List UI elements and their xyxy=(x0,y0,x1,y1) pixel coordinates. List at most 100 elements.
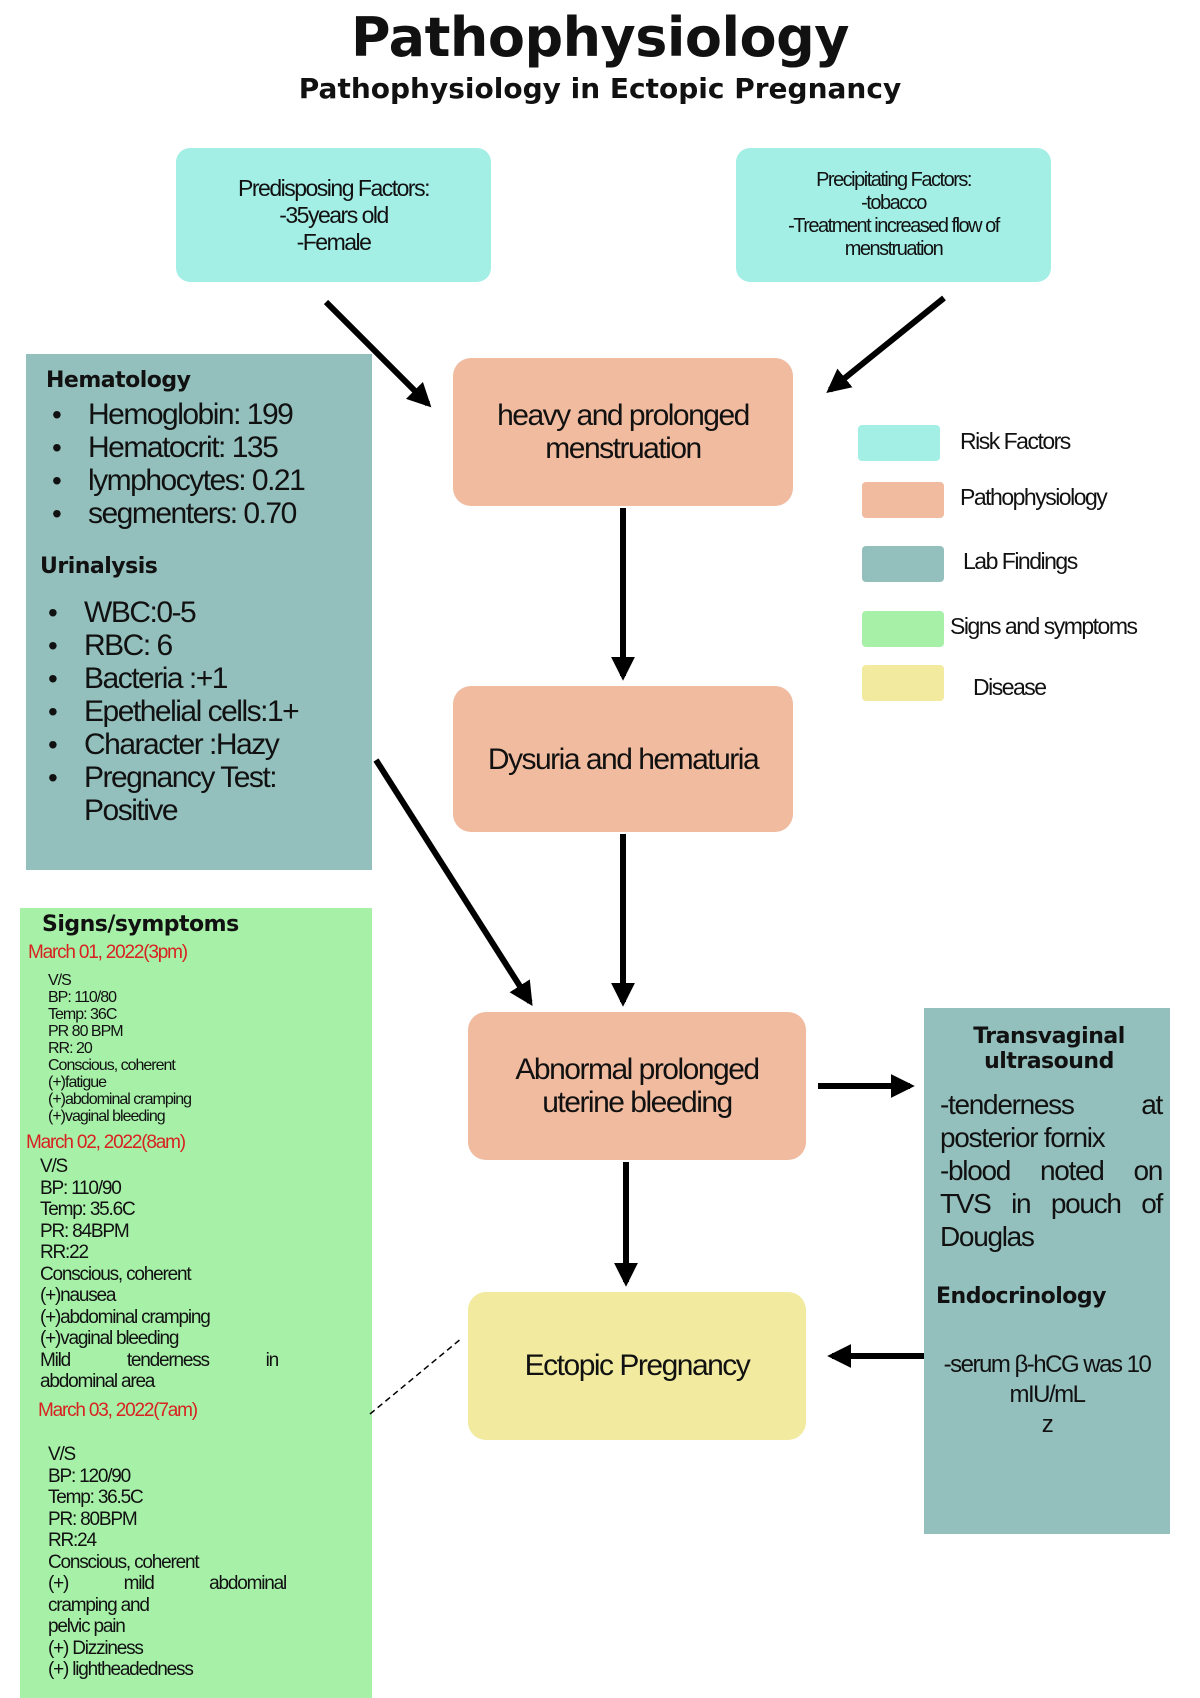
legend-swatch-lab xyxy=(862,546,944,582)
legend-swatch-patho xyxy=(862,482,944,518)
ectopic-pregnancy-box: Ectopic Pregnancy xyxy=(468,1292,806,1440)
dashed-connector-signs-to-disease xyxy=(369,1337,463,1415)
arrow-predisposing-to-heavy xyxy=(323,299,432,408)
predisposing-line: -Female xyxy=(296,228,372,255)
day2-vitals: V/S BP: 110/90 Temp: 35.6C PR: 84BPM RR:… xyxy=(40,1156,279,1393)
heavy-line: menstruation xyxy=(545,432,702,465)
disease-label: Ectopic Pregnancy xyxy=(524,1349,751,1382)
abnormal-bleeding-box: Abnormal prolonged uterine bleeding xyxy=(468,1012,806,1160)
urinalysis-title: Urinalysis xyxy=(40,554,158,579)
hematology-title: Hematology xyxy=(46,368,191,393)
heavy-menstruation-box: heavy and prolonged menstruation xyxy=(453,358,793,506)
endo-line: mIU/mL xyxy=(1009,1381,1087,1408)
legend-label-disease: Disease xyxy=(973,674,1047,700)
vital-line: (+)abdominal cramping xyxy=(48,1091,192,1108)
day1-vitals: V/S BP: 110/80 Temp: 36C PR 80 BPM RR: 2… xyxy=(48,972,192,1125)
list-item: RBC: 6 xyxy=(22,629,352,662)
list-item: Epethelial cells:1+ xyxy=(22,695,352,728)
vital-line: PR: 84BPM xyxy=(40,1220,130,1242)
day2-date: March 02, 2022(8am) xyxy=(26,1132,186,1153)
dysuria-line: Dysuria and hematuria xyxy=(487,742,760,776)
page-title: Pathophysiology xyxy=(351,6,849,69)
legend-label-patho: Pathophysiology xyxy=(960,484,1108,510)
hematology-list: Hemoglobin: 199 Hematocrit: 135 lymphocy… xyxy=(26,398,372,530)
lab-findings-panel: Hematology Hemoglobin: 199 Hematocrit: 1… xyxy=(26,354,372,870)
urinalysis-list: WBC:0-5 RBC: 6 Bacteria :+1 Epethelial c… xyxy=(22,596,352,827)
abnormal-line: Abnormal prolonged xyxy=(515,1053,760,1086)
vital-line: RR: 20 xyxy=(48,1040,93,1057)
vital-line: RR:22 xyxy=(40,1242,89,1263)
vital-line: (+) Dizziness xyxy=(48,1637,144,1659)
arrow-lab-to-abnormal xyxy=(373,758,533,1007)
endocrinology-title: Endocrinology xyxy=(936,1284,1107,1309)
precipitating-line: Precipitating Factors: xyxy=(816,169,972,191)
vital-line: BP: 120/90 xyxy=(48,1465,131,1487)
endo-findings: -serum β-hCG was 10 mIU/mL z xyxy=(924,1350,1170,1440)
vital-line: Conscious, coherent xyxy=(40,1263,192,1285)
day1-date: March 01, 2022(3pm) xyxy=(28,942,188,963)
vital-line: (+)vaginal bleeding xyxy=(40,1328,179,1349)
signs-title: Signs/symptoms xyxy=(42,912,239,937)
vital-line: (+)fatigue xyxy=(48,1074,107,1091)
vital-line: BP: 110/80 xyxy=(48,989,117,1006)
vital-line: Conscious, coherent xyxy=(48,1551,200,1573)
vital-line: Mild tenderness in xyxy=(40,1349,279,1371)
legend-label-lab: Lab Findings xyxy=(963,548,1078,574)
vital-line: (+) mild abdominal xyxy=(48,1573,287,1594)
vital-line: (+)vaginal bleeding xyxy=(48,1108,166,1125)
vital-line: abdominal area xyxy=(40,1371,155,1392)
precipitating-factors-box: Precipitating Factors: -tobacco -Treatme… xyxy=(736,148,1051,282)
vital-line: Conscious, coherent xyxy=(48,1057,176,1074)
tvs-endo-panel: Transvaginal ultrasound -tenderness at p… xyxy=(924,1008,1170,1534)
dysuria-hematuria-box: Dysuria and hematuria xyxy=(453,686,793,832)
day3-date: March 03, 2022(7am) xyxy=(38,1400,198,1421)
endo-line: -serum β-hCG was 10 xyxy=(943,1351,1152,1378)
list-item: WBC:0-5 xyxy=(22,596,352,629)
tvs-findings: -tenderness at posterior fornix -blood n… xyxy=(940,1088,1163,1253)
tvs-line: TVS in pouch of xyxy=(940,1188,1163,1219)
tvs-line: posterior fornix xyxy=(940,1122,1106,1153)
predisposing-line: -35years old xyxy=(279,201,389,228)
tvs-line: -blood noted on xyxy=(940,1155,1163,1186)
vital-line: V/S xyxy=(48,972,72,989)
vital-line: (+)nausea xyxy=(40,1285,116,1306)
list-item: Pregnancy Test: Positive xyxy=(22,761,352,827)
arrow-precipitating-to-heavy xyxy=(826,295,946,394)
legend-swatch-disease xyxy=(862,665,944,701)
vital-line: BP: 110/90 xyxy=(40,1177,122,1199)
list-item: Character :Hazy xyxy=(22,728,352,761)
legend-swatch-signs xyxy=(862,611,944,647)
list-item: lymphocytes: 0.21 xyxy=(26,464,372,497)
page-subtitle: Pathophysiology in Ectopic Pregnancy xyxy=(298,72,902,105)
signs-symptoms-panel: Signs/symptoms March 01, 2022(3pm) V/S B… xyxy=(20,908,372,1698)
precipitating-line: -Treatment increased flow of xyxy=(788,215,1000,237)
list-item: Hematocrit: 135 xyxy=(26,431,372,464)
heavy-line: heavy and prolonged xyxy=(497,399,750,432)
precipitating-line: -tobacco xyxy=(861,192,927,214)
tvs-line: Douglas xyxy=(940,1221,1035,1252)
legend-swatch-risk xyxy=(858,425,940,461)
predisposing-factors-box: Predisposing Factors: -35years old -Fema… xyxy=(176,148,491,282)
vital-line: PR: 80BPM xyxy=(48,1508,138,1530)
vital-line: PR 80 BPM xyxy=(48,1023,124,1040)
predisposing-line: Predisposing Factors: xyxy=(238,174,430,201)
vital-line: V/S xyxy=(40,1156,68,1177)
legend-label-signs: Signs and symptoms xyxy=(950,613,1138,639)
vital-line: RR:24 xyxy=(48,1530,97,1551)
vital-line: (+)abdominal cramping xyxy=(40,1306,211,1328)
vital-line: pelvic pain xyxy=(48,1616,126,1637)
day3-vitals: V/S BP: 120/90 Temp: 36.5C PR: 80BPM RR:… xyxy=(48,1444,287,1681)
vital-line: Temp: 36.5C xyxy=(48,1487,144,1508)
endo-line: z xyxy=(1041,1411,1054,1438)
vital-line: (+) lightheadedness xyxy=(48,1659,194,1680)
precipitating-line: menstruation xyxy=(844,238,944,260)
legend-label-risk: Risk Factors xyxy=(960,428,1071,454)
abnormal-line: uterine bleeding xyxy=(542,1086,733,1119)
tvs-title: Transvaginal ultrasound xyxy=(973,1024,1125,1074)
vital-line: Temp: 36C xyxy=(48,1006,117,1023)
tvs-line: -tenderness at xyxy=(940,1089,1163,1120)
vital-line: V/S xyxy=(48,1444,76,1465)
list-item: segmenters: 0.70 xyxy=(26,497,372,530)
vital-line: Temp: 35.6C xyxy=(40,1199,136,1220)
